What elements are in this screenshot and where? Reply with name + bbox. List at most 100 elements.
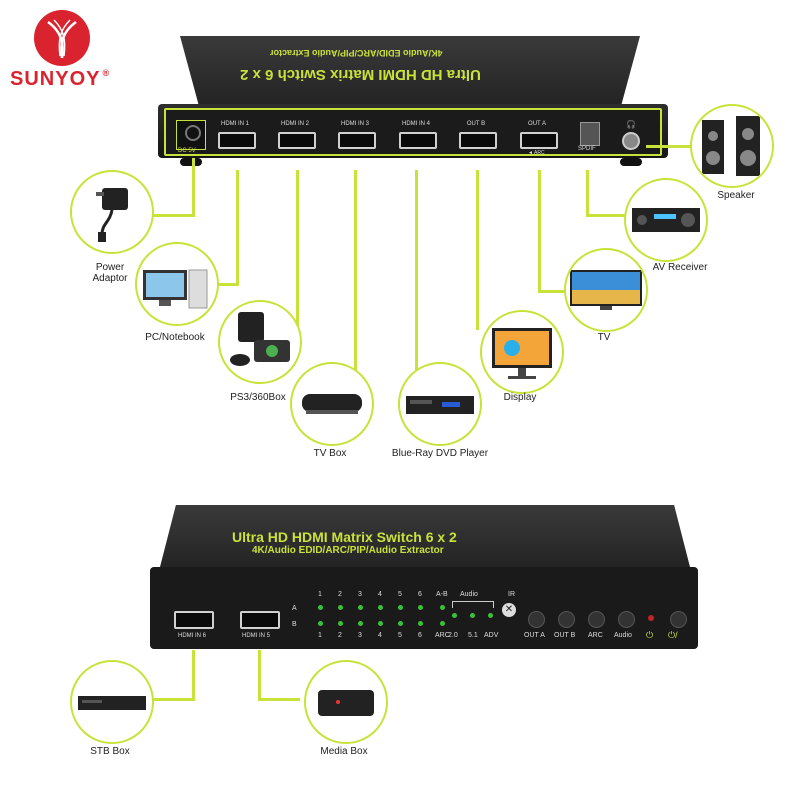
brand-logo: SUNYOY® bbox=[6, 6, 146, 96]
av-receiver-circle bbox=[624, 178, 708, 262]
out-a-port[interactable] bbox=[520, 132, 558, 149]
arc-button[interactable] bbox=[588, 611, 605, 628]
display-circle bbox=[480, 310, 564, 394]
power-adaptor-circle bbox=[70, 170, 154, 254]
led-a5 bbox=[398, 605, 403, 610]
out-b-port[interactable] bbox=[459, 132, 497, 149]
connector-line bbox=[586, 214, 626, 217]
label-media-box: Media Box bbox=[320, 746, 368, 757]
tv-box-icon bbox=[302, 394, 362, 414]
matrix-num-top-1: 1 bbox=[318, 591, 322, 598]
spdif-port[interactable] bbox=[580, 122, 600, 146]
hdmi-in-2-port[interactable] bbox=[278, 132, 316, 149]
port-label-out-a: OUT A bbox=[528, 121, 546, 127]
label-tv-box: TV Box bbox=[313, 448, 347, 459]
matrix-num-bottom-4: 4 bbox=[378, 632, 382, 639]
led-ab bbox=[440, 605, 445, 610]
hdmi-in-3-port[interactable] bbox=[338, 132, 376, 149]
hdmi-in-5-port[interactable] bbox=[240, 611, 280, 629]
power-led bbox=[648, 615, 654, 621]
device-top-surface bbox=[180, 36, 640, 104]
connector-line bbox=[212, 283, 239, 286]
logo-mark-icon bbox=[34, 10, 90, 66]
audio-mode-20: 2.0 bbox=[448, 632, 458, 639]
matrix-num-top-6: 6 bbox=[418, 591, 422, 598]
power-button-icon: ⏻/ bbox=[668, 630, 678, 640]
row-label-a: A bbox=[292, 605, 297, 612]
audio-button-label: Audio bbox=[614, 632, 632, 639]
label-display: Display bbox=[503, 392, 537, 403]
led-a1 bbox=[318, 605, 323, 610]
connector-line bbox=[296, 170, 299, 342]
matrix-num-top-3: 3 bbox=[358, 591, 362, 598]
label-stb-box: STB Box bbox=[90, 746, 130, 757]
label-av-receiver: AV Receiver bbox=[652, 262, 708, 273]
led-a3 bbox=[358, 605, 363, 610]
game-console-icon bbox=[230, 312, 290, 366]
matrix-num-bottom-6: 6 bbox=[418, 632, 422, 639]
hdmi-in-6-port[interactable] bbox=[174, 611, 214, 629]
connector-line bbox=[415, 170, 418, 372]
hdmi-in-1-port[interactable] bbox=[218, 132, 256, 149]
port-label-out-b: OUT B bbox=[466, 121, 486, 127]
out-b-button[interactable] bbox=[558, 611, 575, 628]
connector-line bbox=[646, 145, 692, 148]
arc-mark: ◄ ARC bbox=[528, 150, 545, 156]
port-label-hdmi-in-6: HDMI IN 6 bbox=[178, 633, 207, 639]
stb-box-circle bbox=[70, 660, 154, 744]
stb-box-icon bbox=[78, 696, 146, 710]
ps3-circle bbox=[218, 300, 302, 384]
speaker-icon bbox=[702, 116, 760, 176]
led-b6 bbox=[418, 621, 423, 626]
connector-line bbox=[236, 170, 239, 285]
matrix-num-top-2: 2 bbox=[338, 591, 342, 598]
connector-line bbox=[148, 214, 195, 217]
label-pc-notebook: PC/Notebook bbox=[145, 332, 205, 343]
label-dvd: Blue-Ray DVD Player bbox=[391, 448, 489, 459]
dvd-player-icon bbox=[406, 396, 474, 414]
label-tv: TV bbox=[597, 332, 611, 343]
bottom-device-front bbox=[150, 567, 698, 649]
matrix-num-bottom-5: 5 bbox=[398, 632, 402, 639]
power-adaptor-icon bbox=[96, 188, 128, 242]
port-label-hdmi-in-3: HDMI IN 3 bbox=[340, 121, 369, 127]
dvd-circle bbox=[398, 362, 482, 446]
top-device-title: Ultra HD HDMI Matrix Switch 6 x 2 bbox=[240, 66, 481, 83]
led-b1 bbox=[318, 621, 323, 626]
top-device: Ultra HD HDMI Matrix Switch 6 x 2 4K/Aud… bbox=[150, 36, 670, 166]
av-receiver-icon bbox=[632, 208, 700, 232]
audio-button[interactable] bbox=[618, 611, 635, 628]
top-device-subtitle: 4K/Audio EDID/ARC/PIP/Audio Extractor bbox=[270, 48, 443, 58]
led-b3 bbox=[358, 621, 363, 626]
arc-button-label: ARC bbox=[588, 632, 603, 639]
hdmi-in-4-port[interactable] bbox=[399, 132, 437, 149]
led-audio-51 bbox=[470, 613, 475, 618]
bottom-device: Ultra HD HDMI Matrix Switch 6 x 2 4K/Aud… bbox=[150, 505, 700, 655]
matrix-num-bottom-1: 1 bbox=[318, 632, 322, 639]
connector-line bbox=[192, 650, 195, 700]
audio-label: Audio bbox=[460, 591, 478, 598]
power-button[interactable] bbox=[670, 611, 687, 628]
audio-mode-51: 5.1 bbox=[468, 632, 478, 639]
connector-line bbox=[538, 290, 568, 293]
out-a-button[interactable] bbox=[528, 611, 545, 628]
speaker-circle bbox=[690, 104, 774, 188]
port-label-hdmi-in-2: HDMI IN 2 bbox=[280, 121, 309, 127]
connector-line bbox=[152, 698, 195, 701]
label-power-adaptor: Power Adaptor bbox=[92, 262, 128, 284]
led-a2 bbox=[338, 605, 343, 610]
tv-circle bbox=[564, 248, 648, 332]
audio-mode-adv: ADV bbox=[484, 632, 499, 639]
ir-label: IR bbox=[508, 591, 515, 598]
led-b2 bbox=[338, 621, 343, 626]
dc-power-jack[interactable] bbox=[176, 120, 206, 150]
pc-notebook-circle bbox=[135, 242, 219, 326]
led-a4 bbox=[378, 605, 383, 610]
matrix-num-top-5: 5 bbox=[398, 591, 402, 598]
led-b4 bbox=[378, 621, 383, 626]
audio-jack-port[interactable] bbox=[622, 132, 640, 150]
connector-line bbox=[258, 698, 300, 701]
led-arc bbox=[440, 621, 445, 626]
bottom-device-top-surface bbox=[160, 505, 690, 567]
port-label-hdmi-in-1: HDMI IN 1 bbox=[220, 121, 249, 127]
